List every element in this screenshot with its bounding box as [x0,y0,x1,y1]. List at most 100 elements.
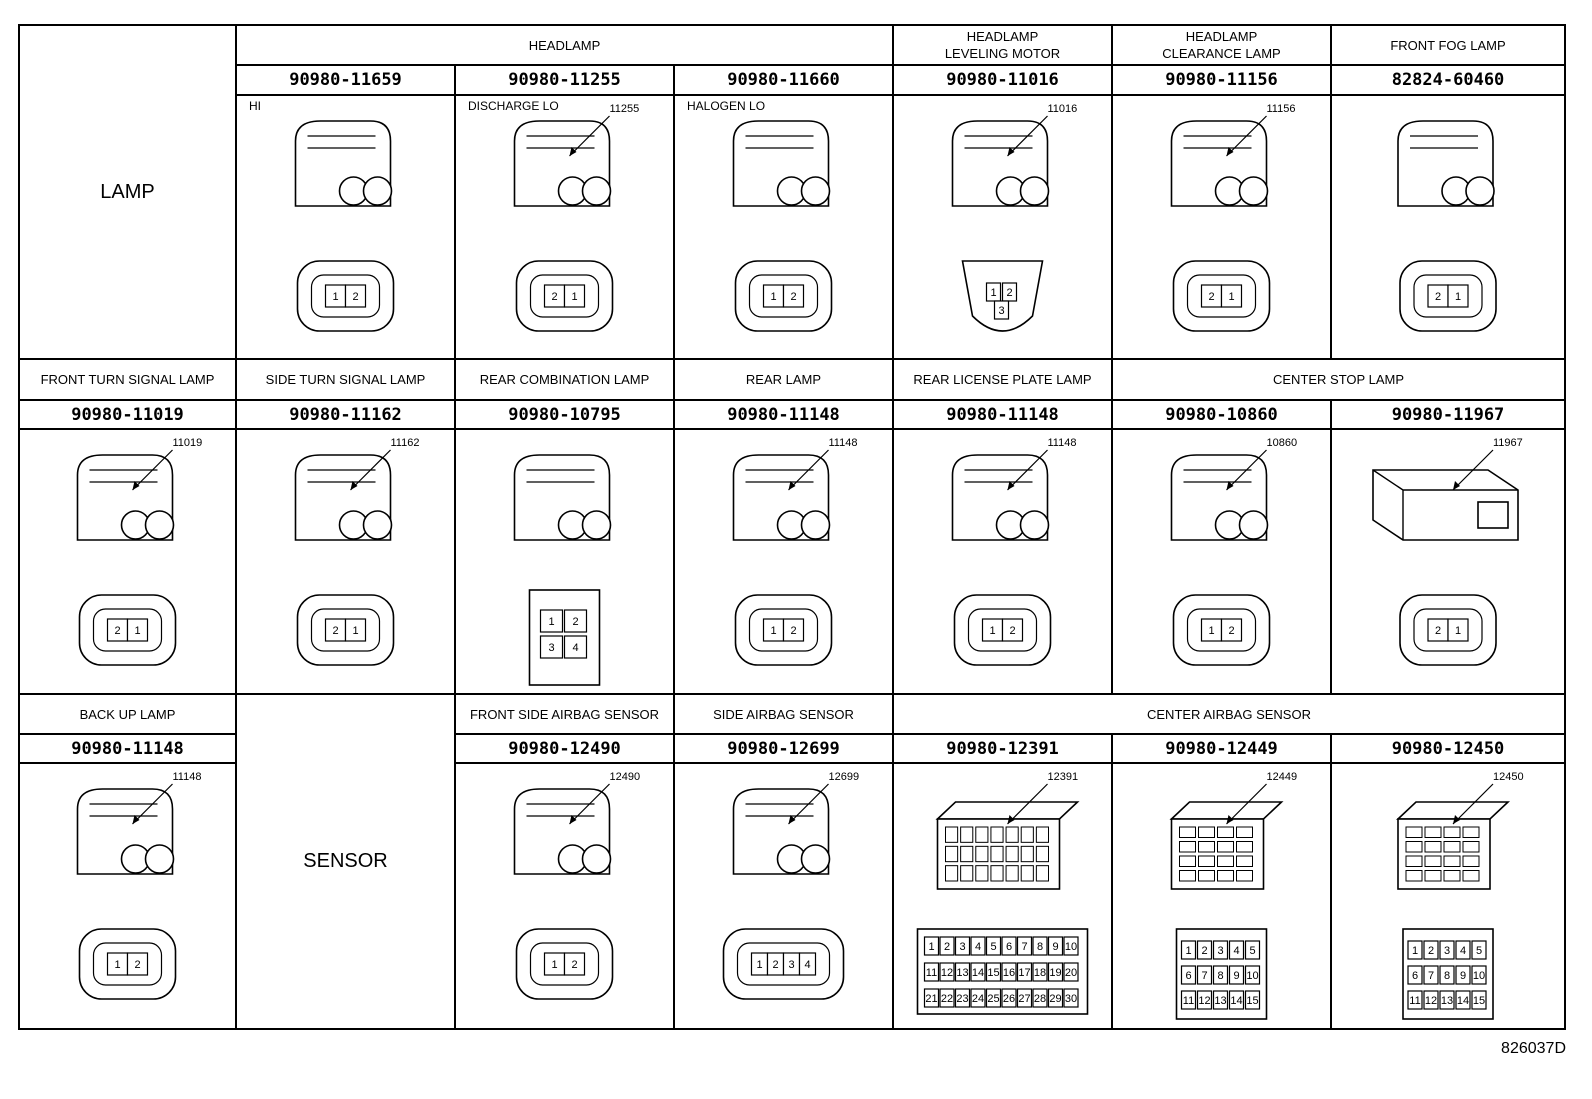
connector-variant-label: DISCHARGE LO [468,99,559,113]
pin-number: 3 [959,941,965,953]
pin-cavity [939,936,955,956]
pin-cavity [1244,940,1261,960]
pin-number: 3 [788,959,794,971]
connector-housing-sketch [935,801,1080,890]
pin-number: 15 [987,967,999,979]
pin-number: 1 [551,959,557,971]
part-number-90980-12449: 90980-12449 [1113,735,1332,764]
pin-cavity [344,284,367,308]
pin-number: 1 [1412,945,1418,957]
part-callout-label: 12449 [1267,771,1298,783]
pin-number: 1 [571,291,577,303]
pin-number: 1 [989,625,995,637]
pin-number: 9 [1460,970,1466,982]
pin-number: 2 [114,625,120,637]
group-header-front-turn-signal-lamp: FRONT TURN SIGNAL LAMP [20,360,237,401]
pin-number: 9 [1233,970,1239,982]
connector-housing-sketch [294,120,393,207]
callout-leader-line [1007,783,1048,825]
group-header-rear-combination-lamp: REAR COMBINATION LAMP [456,360,675,401]
callout-arrowhead [788,481,796,490]
pin-number: 20 [1065,967,1077,979]
pin-cavity [1032,988,1048,1008]
pin-cavity [782,618,805,642]
pin-number: 24 [972,993,984,1005]
pin-number: 7 [1201,970,1207,982]
callout-arrowhead [1007,481,1015,490]
callout-leader-line [569,115,610,157]
connector-housing-sketch [1170,120,1269,207]
callout-leader-line [1007,115,1048,157]
part-callout-label: 11148 [829,437,858,449]
part-number-90980-12490: 90980-12490 [456,735,675,764]
pin-number: 3 [548,642,554,654]
pin-cavity [1228,990,1245,1010]
pin-number: 1 [1228,291,1234,303]
pin-cavity [1439,940,1455,960]
callout-arrowhead [1007,815,1015,824]
pin-cavity [1455,965,1471,985]
pin-cavity [1001,962,1017,982]
part-number-90980-11659: 90980-11659 [237,66,456,96]
pin-number: 2 [332,625,338,637]
pin-cavity [1196,940,1213,960]
part-callout-label: 10860 [1267,437,1298,449]
group-header-back-up-lamp: BACK UP LAMP [20,695,237,735]
pin-number: 8 [1444,970,1450,982]
group-header-side-airbag-sensor: SIDE AIRBAG SENSOR [675,695,894,735]
pin-number: 25 [987,993,999,1005]
pin-number: 14 [1230,995,1242,1007]
pin-cavity [782,284,805,308]
pin-cavity [970,962,986,982]
pin-cavity [1407,940,1423,960]
pin-number: 2 [134,959,140,971]
pin-cavity [126,618,149,642]
pin-number: 17 [1018,967,1030,979]
connector-housing-sketch [732,120,831,207]
pin-number: 4 [572,642,578,654]
pin-number: 9 [1052,941,1058,953]
pin-number: 11 [926,967,937,979]
part-number-90980-11660: 90980-11660 [675,66,894,96]
group-header-rear-lamp: REAR LAMP [675,360,894,401]
pin-cavity [1212,965,1229,985]
pin-cavity [1471,940,1487,960]
part-number-90980-10795: 90980-10795 [456,401,675,430]
pin-cavity [954,988,971,1008]
pin-cavity [1212,990,1229,1010]
pin-cavity [1228,940,1245,960]
connector-housing-sketch [1395,801,1511,890]
pin-cavity [954,962,971,982]
pin-cavity [1001,282,1018,302]
pin-number: 1 [548,616,554,628]
pin-number: 22 [941,993,953,1005]
pin-cavity [539,635,564,659]
pin-number: 7 [1021,941,1027,953]
pin-number: 5 [1249,945,1255,957]
pin-cavity [1220,618,1243,642]
pin-number: 1 [114,959,120,971]
pin-cavity [1447,284,1469,308]
pin-cavity [1016,936,1033,956]
connector-housing-sketch [951,120,1050,207]
connector-variant-label: HI [249,99,261,113]
